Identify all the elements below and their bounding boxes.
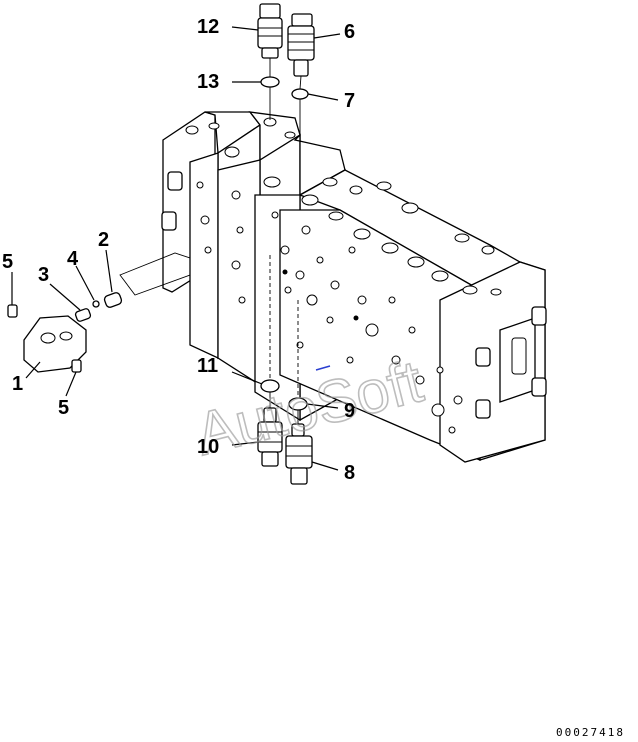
o-ring-11 — [260, 379, 280, 393]
relief-valve-8 — [285, 423, 313, 485]
leader-lines — [11, 26, 341, 471]
small-parts — [74, 292, 123, 322]
relief-valve-6 — [287, 13, 315, 77]
callout-13: 13 — [197, 71, 219, 93]
callout-10: 10 — [197, 436, 219, 458]
callout-9: 9 — [344, 400, 355, 422]
callout-7: 7 — [344, 90, 355, 112]
callout-1: 1 — [12, 373, 23, 395]
o-ring-7 — [291, 88, 309, 100]
callout-4: 4 — [67, 248, 79, 270]
o-ring-13 — [260, 76, 280, 88]
indicator-arrow — [315, 365, 331, 371]
relief-valve-10 — [257, 407, 283, 467]
document-number: 00027418 — [556, 726, 625, 739]
callout-8: 8 — [344, 462, 355, 484]
callout-5-top: 5 — [2, 251, 13, 273]
callout-labels: 12 6 13 7 5 3 4 2 1 5 11 9 10 8 — [2, 16, 355, 484]
callout-2: 2 — [98, 229, 109, 251]
control-valve-assembly — [161, 111, 547, 463]
callout-3: 3 — [38, 264, 49, 286]
callout-5-bottom: 5 — [58, 397, 69, 419]
callout-6: 6 — [344, 21, 355, 43]
end-cap-part — [7, 304, 87, 373]
mounting-plate-outline — [119, 252, 191, 296]
callout-12: 12 — [197, 16, 219, 38]
relief-valve-12 — [257, 3, 283, 59]
callout-11: 11 — [197, 355, 218, 377]
